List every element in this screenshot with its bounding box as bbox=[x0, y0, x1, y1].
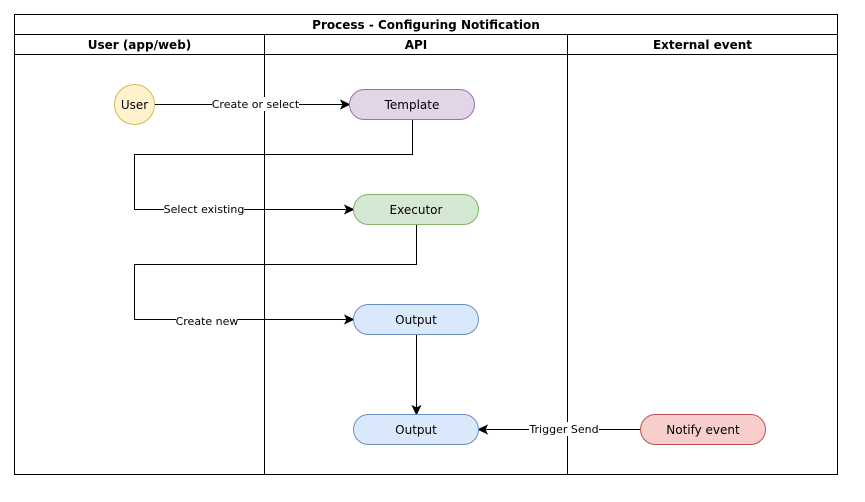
pool-frame bbox=[14, 14, 838, 475]
node-output-2: Output bbox=[353, 414, 479, 445]
edge-create-or-select: Create or select bbox=[155, 97, 351, 111]
lane-header-api: API bbox=[405, 38, 428, 52]
node-template: Template bbox=[349, 89, 475, 120]
lane-header-external: External event bbox=[653, 38, 752, 52]
node-executor-label: Executor bbox=[390, 203, 443, 217]
diagram-title: Process - Configuring Notification bbox=[312, 18, 540, 32]
node-user: User bbox=[114, 84, 155, 125]
edge-label-trigger-send: Trigger Send bbox=[528, 423, 598, 436]
node-output-2-label: Output bbox=[395, 423, 437, 437]
lane-header-user: User (app/web) bbox=[88, 38, 192, 52]
edge-label-select-existing: Select existing bbox=[164, 203, 245, 216]
edge-select-existing: Select existing bbox=[134, 120, 413, 216]
node-output-1: Output bbox=[353, 304, 479, 335]
edge-label-create-new: Create new bbox=[176, 315, 239, 328]
node-notify-event: Notify event bbox=[640, 414, 766, 445]
node-notify-event-label: Notify event bbox=[666, 423, 740, 437]
node-template-label: Template bbox=[384, 98, 440, 112]
node-user-label: User bbox=[121, 98, 148, 112]
node-executor: Executor bbox=[353, 194, 479, 225]
node-output-1-label: Output bbox=[395, 313, 437, 327]
edge-output-to-output bbox=[411, 335, 422, 416]
edge-label-create-or-select: Create or select bbox=[212, 98, 300, 111]
edge-trigger-send: Trigger Send bbox=[477, 422, 640, 436]
edge-create-new: Create new bbox=[134, 225, 417, 328]
